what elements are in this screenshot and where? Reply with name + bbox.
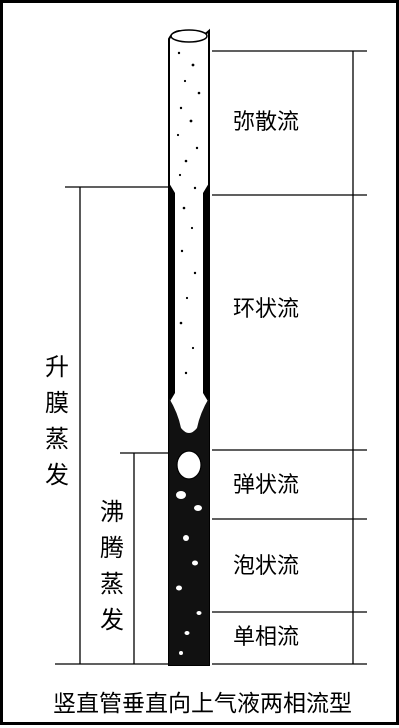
zone-brackets (55, 186, 168, 665)
regime-label-annular: 环状流 (233, 297, 300, 322)
regime-label-bubble: 泡状流 (233, 554, 300, 579)
region-dividers (212, 50, 367, 665)
figure-caption: 竖直管垂直向上气液两相流型 (53, 691, 352, 717)
flow-diagram (55, 28, 367, 666)
regime-label-single-phase: 单相流 (233, 625, 300, 650)
regime-label-slug: 弹状流 (233, 473, 300, 498)
zone-label-boiling-evaporation: 沸腾蒸发 (100, 498, 124, 634)
zone-label-film-evaporation: 升膜蒸发 (45, 353, 69, 489)
regime-label-mist: 弥散流 (233, 110, 300, 135)
vertical-tube (168, 28, 210, 666)
